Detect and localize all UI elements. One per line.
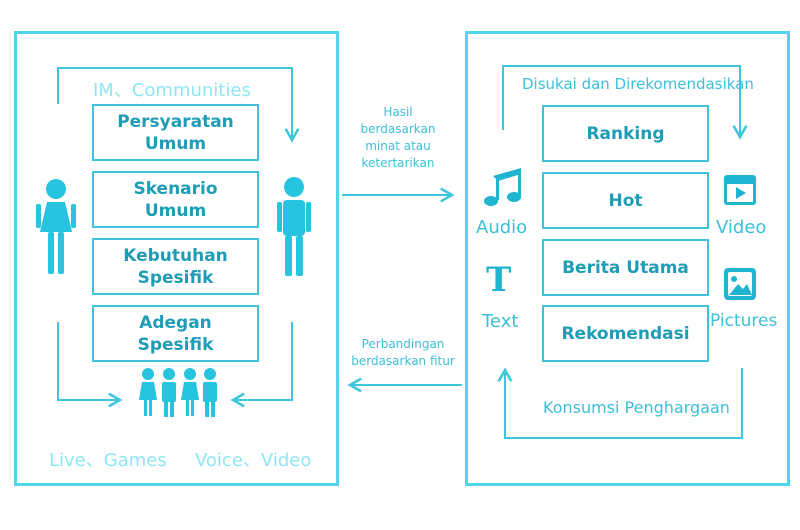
box-label: Ranking xyxy=(586,123,665,144)
left-bottom-left-arrow xyxy=(57,322,123,408)
pictures-label: Pictures xyxy=(710,311,778,331)
box-label: Persyaratan Umum xyxy=(117,111,234,154)
connector-right-label: Hasil berdasarkan minat atau ketertarika… xyxy=(360,105,436,170)
box-kebutuhan-spesifik: Kebutuhan Spesifik xyxy=(92,238,259,295)
right-bottom-label: Konsumsi Penghargaan xyxy=(543,398,730,417)
video-player-icon xyxy=(724,175,756,205)
left-top-loop-arrow xyxy=(57,67,300,143)
box-label: Rekomendasi xyxy=(561,323,690,344)
right-top-label: Disukai dan Direkomendasikan xyxy=(522,75,754,93)
picture-icon xyxy=(724,268,756,300)
box-skenario-umum: Skenario Umum xyxy=(92,171,259,228)
box-hot: Hot xyxy=(542,172,709,229)
box-adegan-spesifik: Adegan Spesifik xyxy=(92,305,259,362)
left-panel xyxy=(14,31,339,486)
left-bottom-right-label: Voice、Video xyxy=(195,450,312,471)
box-label: Berita Utama xyxy=(562,257,689,278)
box-ranking: Ranking xyxy=(542,105,709,162)
box-label: Skenario Umum xyxy=(133,178,218,221)
left-top-label: IM、Communities xyxy=(93,80,251,101)
connector-left-label: Perbandingan berdasarkan fitur xyxy=(351,337,455,368)
text-t-icon: T xyxy=(486,260,512,300)
left-bottom-right-arrow xyxy=(230,322,293,408)
right-bottom-loop-arrow xyxy=(497,367,743,439)
male-person-icon xyxy=(277,177,311,276)
audio-label: Audio xyxy=(476,217,528,238)
box-label: Hot xyxy=(608,190,643,211)
box-rekomendasi: Rekomendasi xyxy=(542,305,709,362)
female-person-icon xyxy=(36,179,76,274)
video-label: Video xyxy=(716,217,767,238)
group-people-icon xyxy=(139,368,217,417)
right-panel xyxy=(465,31,790,486)
box-label: Adegan Spesifik xyxy=(137,312,214,355)
text-label: Text xyxy=(482,311,519,332)
left-bottom-left-label: Live、Games xyxy=(49,450,167,471)
right-top-loop-arrow xyxy=(502,65,748,140)
box-label: Kebutuhan Spesifik xyxy=(123,245,228,288)
music-note-icon xyxy=(484,168,521,206)
box-persyaratan-umum: Persyaratan Umum xyxy=(92,104,259,161)
box-berita-utama: Berita Utama xyxy=(542,239,709,296)
